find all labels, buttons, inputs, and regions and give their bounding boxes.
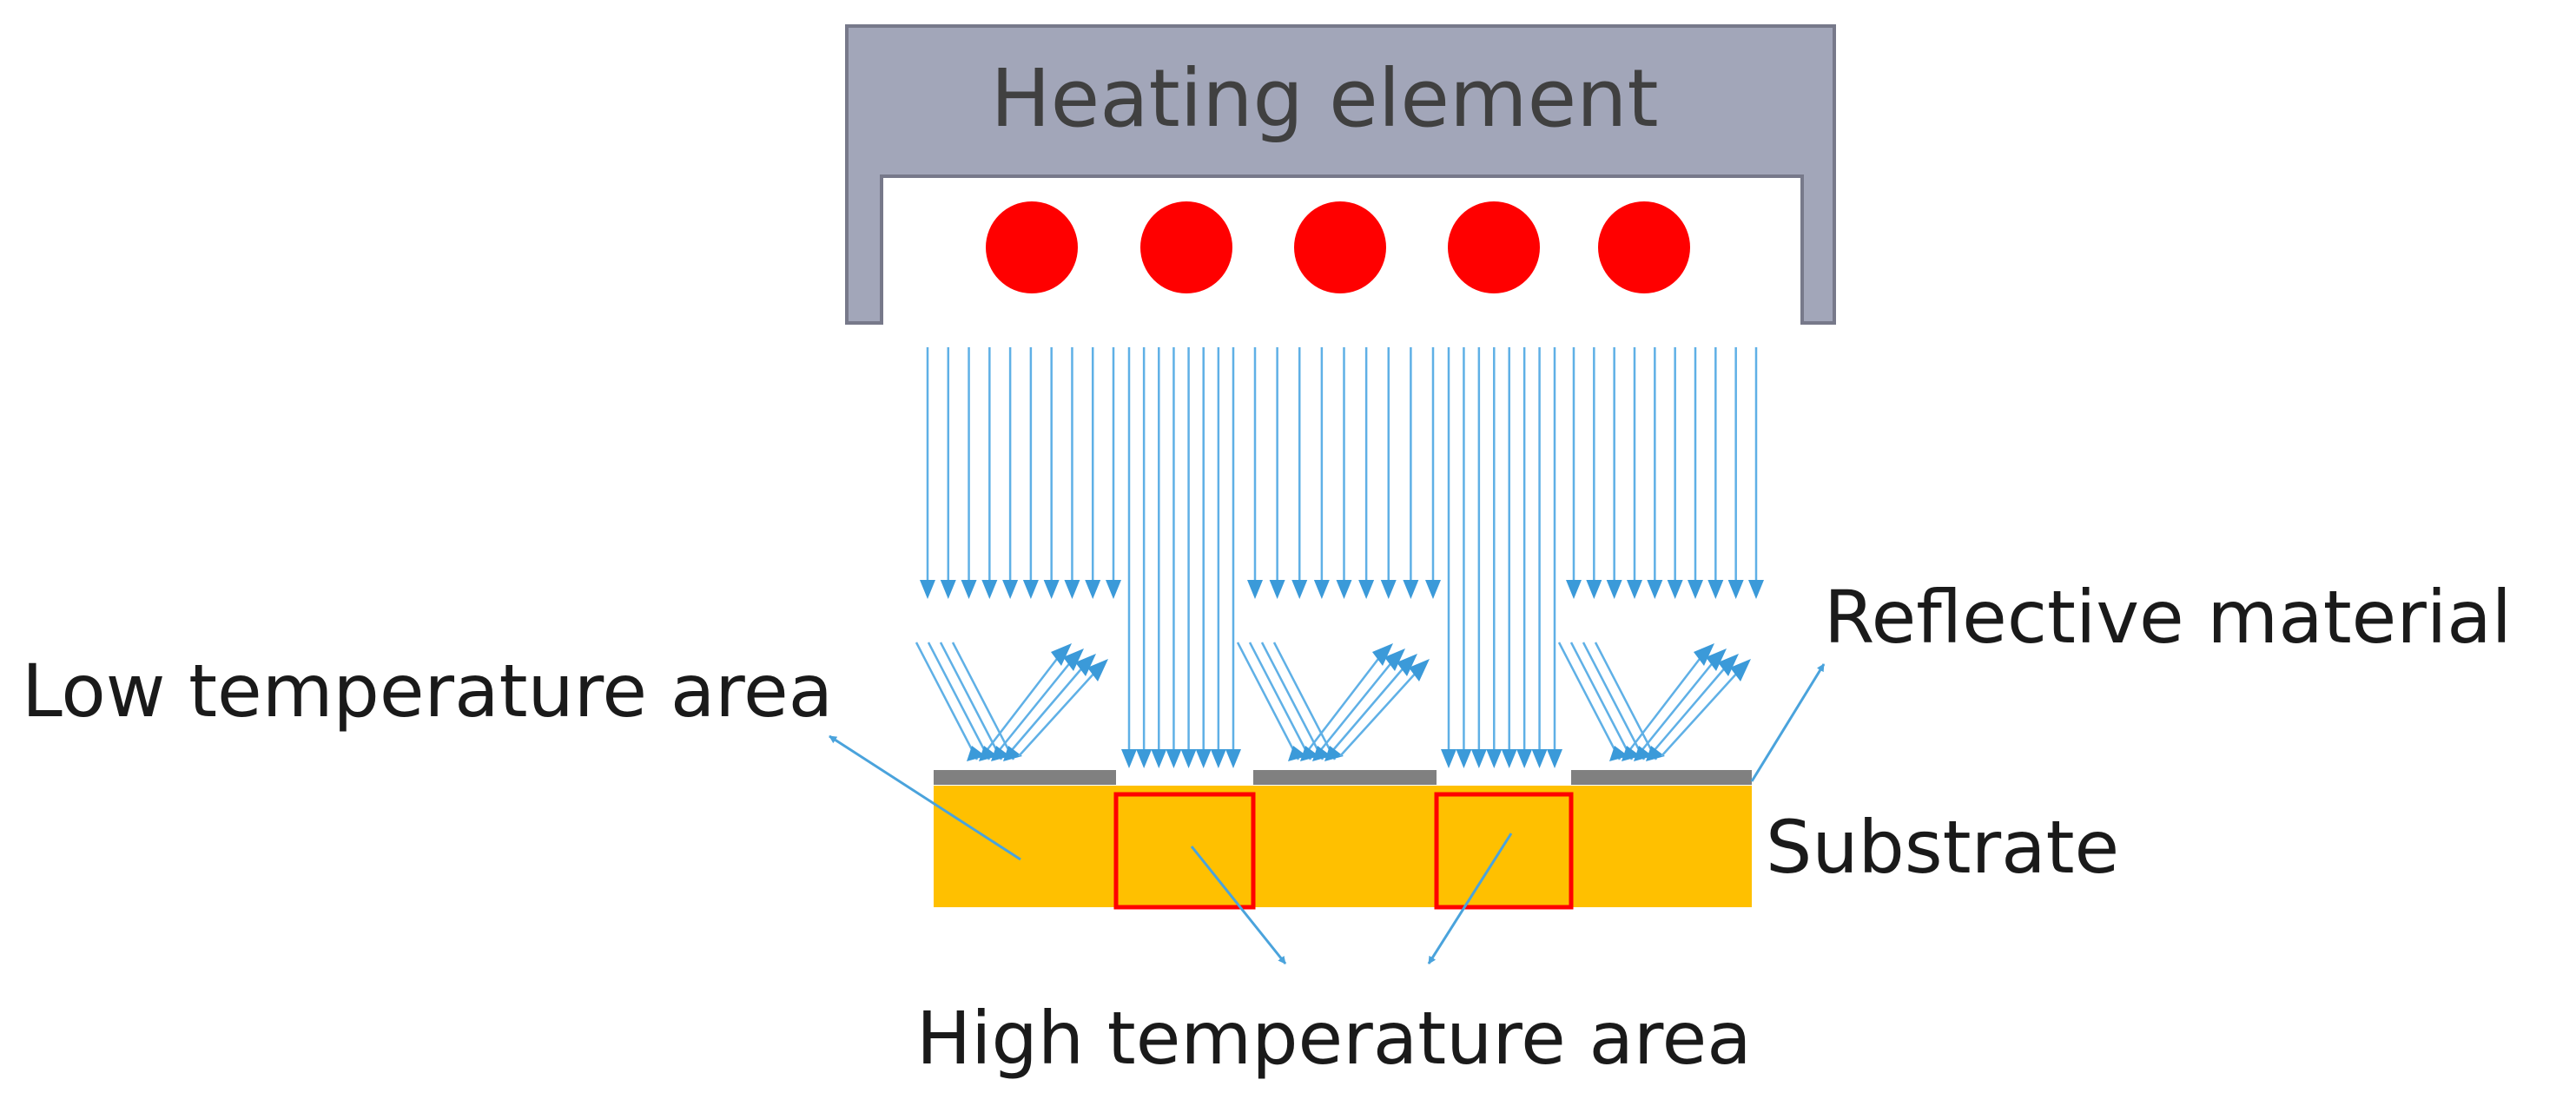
heating-element-label: Heating element: [990, 52, 1658, 145]
radiation-ray-arrow-icon: [1647, 347, 1663, 599]
radiation-ray-arrow-icon: [961, 347, 977, 599]
heat-source-dot-icon: [1448, 201, 1540, 293]
heat-source-dot-icon: [1598, 201, 1690, 293]
radiation-ray-arrow-icon: [1085, 347, 1101, 599]
radiation-ray-arrow-icon: [1748, 347, 1764, 599]
radiation-ray-arrow-icon: [1195, 347, 1212, 768]
substrate-label: Substrate: [1766, 805, 2119, 890]
radiation-ray-arrow-icon: [1166, 347, 1182, 768]
high-temperature-pointer-1-icon: [1190, 846, 1287, 964]
low-temperature-pointer-icon: [829, 734, 1021, 861]
reflected-ray-arrow-icon: [951, 642, 1108, 761]
reflected-ray-arrow-icon: [1569, 642, 1727, 761]
radiation-ray-arrow-icon: [1225, 347, 1241, 768]
radiation-ray-arrow-icon: [1456, 347, 1472, 768]
radiation-ray-arrow-icon: [1247, 347, 1263, 599]
reflective-strip-2: [1253, 770, 1437, 785]
radiation-ray-arrow-icon: [1486, 347, 1503, 768]
reflective-material-label: Reflective material: [1824, 575, 2512, 660]
radiation-ray-arrow-icon: [1441, 347, 1456, 768]
reflected-ray-arrow-icon: [1557, 642, 1714, 761]
radiation-ray-arrow-icon: [1121, 347, 1137, 768]
heating-element-housing: [845, 24, 1836, 325]
heat-source-dot-icon: [1140, 201, 1232, 293]
radiation-ray-arrow-icon: [1313, 347, 1330, 599]
radiation-ray-arrow-icon: [1501, 347, 1517, 768]
radiation-ray-arrow-icon: [1210, 347, 1226, 768]
radiation-ray-arrow-icon: [1336, 347, 1352, 599]
radiation-ray-arrow-icon: [1151, 347, 1167, 768]
radiation-ray-arrow-icon: [1269, 347, 1285, 599]
low-temperature-area-label: Low temperature area: [22, 648, 833, 734]
reflective-strip-3: [1571, 770, 1752, 785]
radiation-ray-arrow-icon: [1531, 347, 1548, 768]
radiation-ray-arrow-icon: [1425, 347, 1441, 599]
reflected-ray-arrow-icon: [1594, 642, 1751, 761]
radiation-ray-arrow-icon: [1547, 347, 1562, 768]
reflected-ray-arrow-icon: [1236, 642, 1393, 761]
radiation-ray-arrow-icon: [1707, 347, 1724, 599]
radiation-ray-arrow-icon: [1586, 347, 1602, 599]
radiation-ray-arrow-icon: [1606, 347, 1622, 599]
radiation-ray-arrow-icon: [940, 347, 956, 599]
radiation-ray-arrow-icon: [1727, 347, 1744, 599]
high-temperature-zone-1: [1113, 792, 1256, 910]
high-temperature-pointer-2-icon: [1427, 833, 1513, 964]
radiation-ray-arrow-icon: [1688, 347, 1703, 599]
radiation-ray-arrow-icon: [1516, 347, 1533, 768]
pointer-lines: [829, 663, 1826, 964]
reflected-ray-arrow-icon: [1248, 642, 1405, 761]
substrate: [934, 786, 1752, 907]
heat-source-dot-icon: [1294, 201, 1386, 293]
radiation-ray-arrow-icon: [1002, 347, 1019, 599]
reflected-ray-arrow-icon: [915, 642, 1072, 761]
radiation-ray-arrow-icon: [1358, 347, 1375, 599]
radiation-ray-arrow-icon: [1470, 347, 1487, 768]
reflective-material-pointer-icon: [1750, 663, 1826, 782]
radiation-ray-arrow-icon: [1043, 347, 1060, 599]
radiation-ray-arrow-icon: [1064, 347, 1080, 599]
radiation-ray-arrow-icon: [1106, 347, 1121, 599]
radiation-ray-arrow-icon: [1566, 347, 1582, 599]
reflected-rays: [915, 642, 1751, 761]
radiation-ray-arrow-icon: [981, 347, 998, 599]
reflective-strip-1: [934, 770, 1116, 785]
radiation-ray-arrow-icon: [1291, 347, 1308, 599]
heat-source-dots: [986, 201, 1690, 293]
radiation-ray-arrow-icon: [1627, 347, 1642, 599]
high-temperature-zone-2: [1434, 792, 1574, 910]
radiation-ray-arrow-icon: [1380, 347, 1397, 599]
radiation-ray-arrow-icon: [1022, 347, 1039, 599]
reflected-ray-arrow-icon: [1260, 642, 1417, 761]
radiation-ray-arrow-icon: [1136, 347, 1153, 768]
high-temperature-area-label: High temperature area: [916, 996, 1752, 1081]
radiation-ray-arrow-icon: [1403, 347, 1419, 599]
radiation-ray-arrow-icon: [1180, 347, 1197, 768]
radiation-ray-arrow-icon: [920, 347, 935, 599]
radiation-rays: [920, 347, 1764, 768]
radiation-ray-arrow-icon: [1667, 347, 1683, 599]
heat-source-dot-icon: [986, 201, 1078, 293]
reflected-ray-arrow-icon: [1272, 642, 1430, 761]
